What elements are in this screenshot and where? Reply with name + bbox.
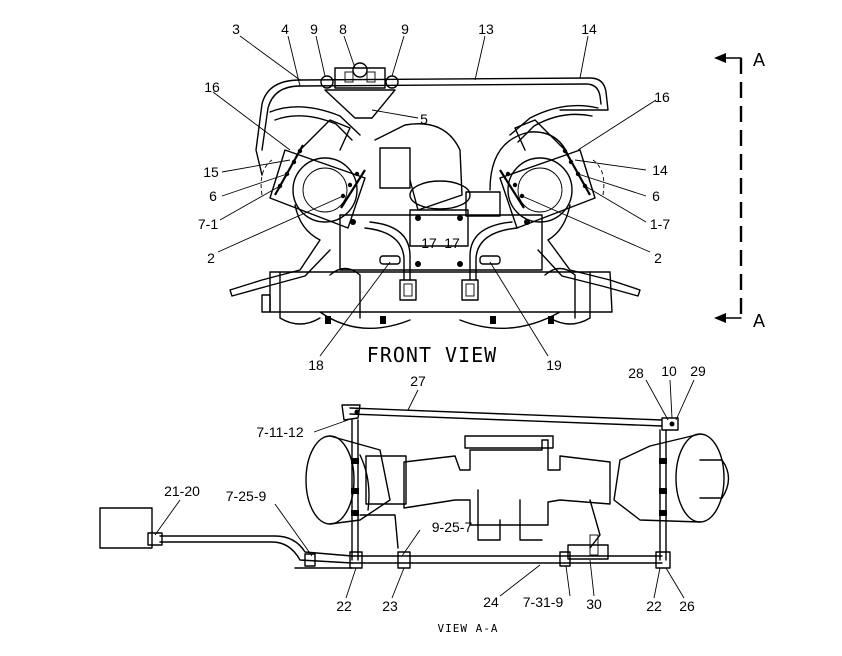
callout-29: 29 [690,363,706,379]
callout-14-top: 14 [581,21,597,37]
section-marker: A A [714,50,765,331]
callout-9-left: 9 [310,21,318,37]
callout-22-right: 22 [646,598,662,614]
callout-2-right: 2 [654,250,662,266]
callout-4: 4 [281,21,289,37]
callout-23: 23 [382,598,398,614]
callout-9-25-7: 9-25-7 [432,519,473,535]
front-view-callouts: 3 4 9 8 9 13 14 16 5 16 15 14 6 6 7-1 1-… [198,21,670,373]
callout-24: 24 [483,594,499,610]
callout-7-31-9: 7-31-9 [523,594,564,610]
view-a-a-callouts: 27 28 10 29 7-11-12 21-20 7-25-9 9-25-7 … [164,363,706,635]
view-a-a-title: VIEW A-A [438,622,499,635]
callout-18: 18 [308,357,324,373]
callout-16-right: 16 [654,89,670,105]
callout-1-7: 1-7 [650,216,670,232]
view-a-a-drawing [99,379,730,599]
callout-3: 3 [232,21,240,37]
callout-9-right: 9 [401,21,409,37]
callout-19: 19 [546,357,562,373]
callout-27: 27 [410,373,426,389]
callout-26: 26 [679,598,695,614]
callout-17-right: 17 [444,235,460,251]
section-label-bottom: A [753,311,765,331]
callout-28: 28 [628,365,644,381]
front-view-leaders [212,35,657,357]
section-label-top: A [753,50,765,70]
callout-13: 13 [478,21,494,37]
engine-block [261,267,613,330]
front-view-title: FRONT VIEW [367,343,497,367]
callout-6-right: 6 [652,188,660,204]
callout-6-left: 6 [209,188,217,204]
front-view-drawing [212,35,657,357]
callout-7-25-9: 7-25-9 [226,488,267,504]
callout-16-left: 16 [204,79,220,95]
callout-8: 8 [339,21,347,37]
callout-15: 15 [203,164,219,180]
callout-2-left: 2 [207,250,215,266]
view-a-a-leaders [154,379,695,599]
right-turbo-side [613,433,730,523]
callout-21-20: 21-20 [164,483,200,499]
callout-14-right: 14 [652,162,668,178]
callout-10: 10 [661,363,677,379]
callout-7-1: 7-1 [198,216,218,232]
center-housing [339,191,543,281]
callout-22-left: 22 [336,598,352,614]
callout-17-left: 17 [421,235,437,251]
left-turbo-side [305,435,407,525]
callout-5: 5 [420,111,428,127]
callout-7-11-12: 7-11-12 [256,424,303,440]
sensor-box [99,507,153,549]
exhaust-manifold [359,435,611,549]
callout-30: 30 [586,596,602,612]
